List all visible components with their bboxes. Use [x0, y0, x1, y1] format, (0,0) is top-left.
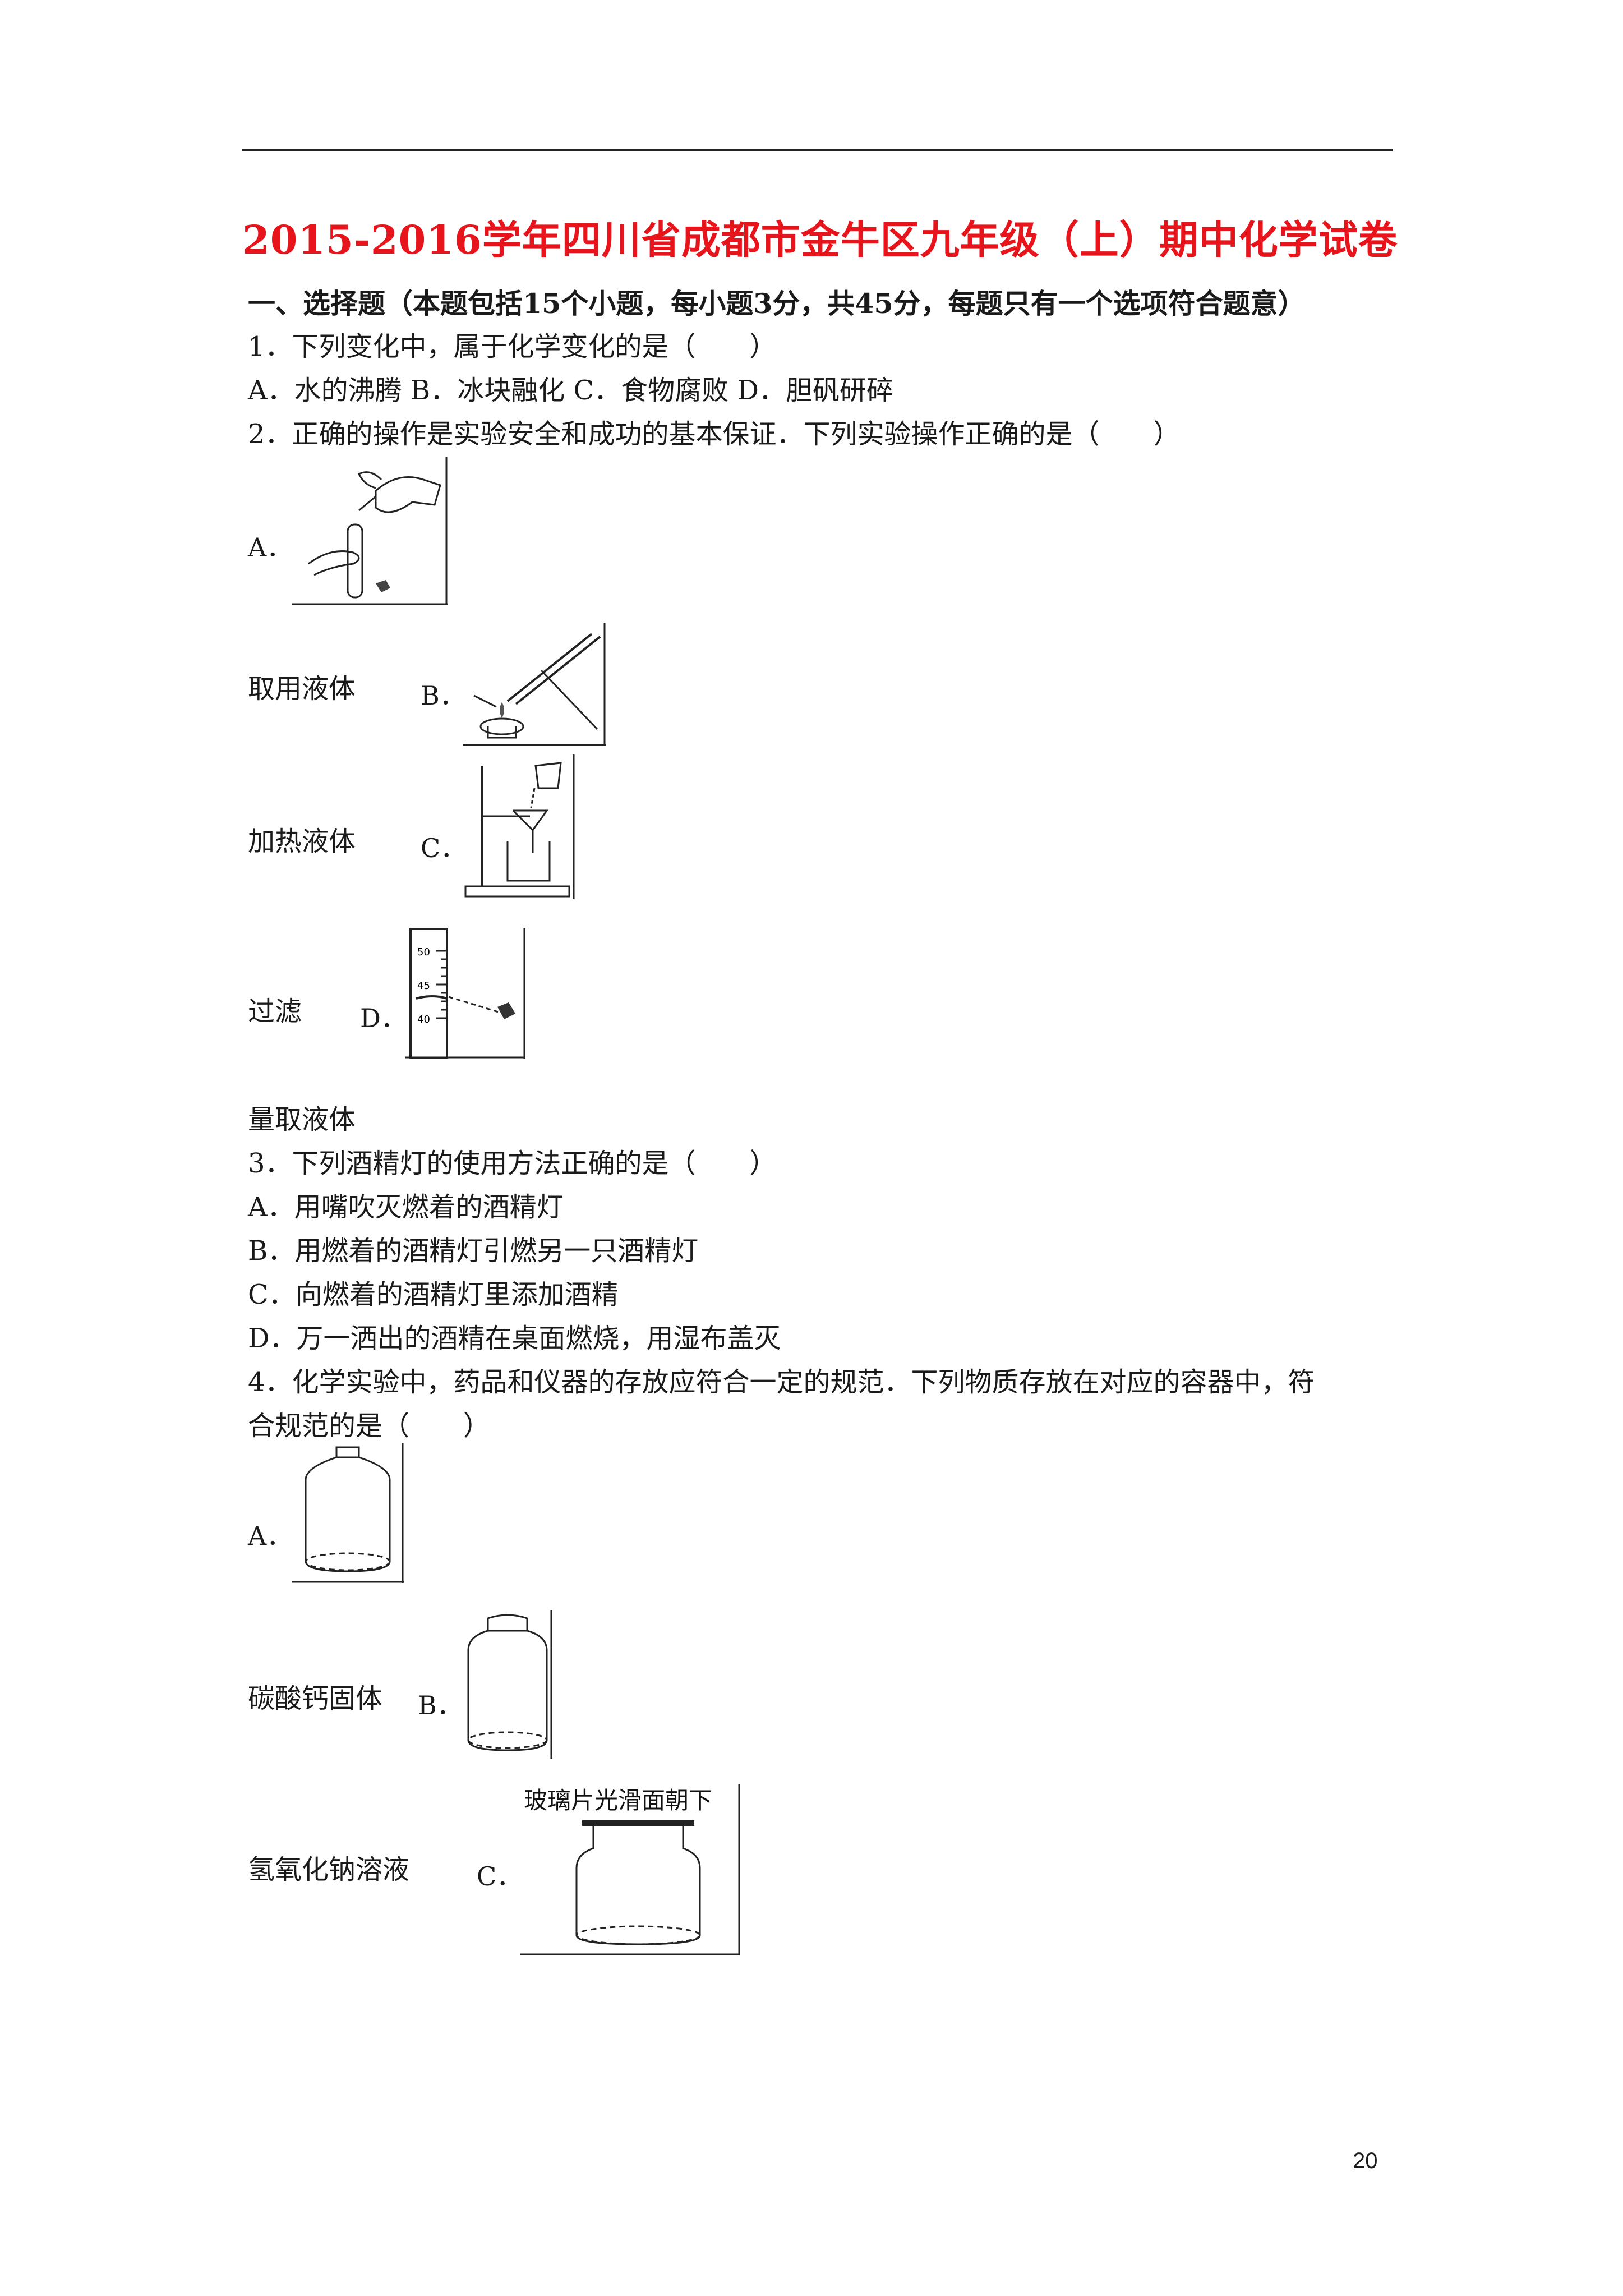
q4-stem-line2: 合规范的是（ ）: [248, 1410, 491, 1442]
q2-option-d-caption: 量取液体: [248, 1104, 356, 1135]
q3-option-d: D．万一洒出的酒精在桌面燃烧，用湿布盖灭: [248, 1323, 781, 1354]
gas-jar-figure: 玻璃片光滑面朝下: [520, 1784, 740, 1955]
q4-option-a-caption: 碳酸钙固体: [248, 1683, 383, 1714]
q3-option-a: A．用嘴吹灭燃着的酒精灯: [248, 1191, 564, 1223]
q2-option-a-caption: 取用液体: [248, 673, 356, 705]
cylinder-tick-45: 45: [417, 980, 430, 992]
header-rule: [242, 149, 1393, 151]
narrow-mouth-bottle-figure: [292, 1443, 404, 1583]
q4-stem-line1: 4．化学实验中，药品和仪器的存放应符合一定的规范．下列物质存放在对应的容器中，符: [248, 1366, 1315, 1398]
q3-option-c: C．向燃着的酒精灯里添加酒精: [248, 1279, 619, 1310]
heating-liquid-figure: [463, 623, 606, 746]
q2-option-b-caption: 加热液体: [248, 826, 356, 857]
q4-option-b-letter: B．: [418, 1690, 463, 1720]
glass-slide-label: 玻璃片光滑面朝下: [524, 1787, 712, 1814]
q4-option-c-letter: C．: [477, 1861, 523, 1892]
q1-options: A．水的沸腾 B．冰块融化 C．食物腐败 D．胆矾研碎: [248, 375, 893, 406]
q4-option-b-caption: 氢氧化钠溶液: [248, 1854, 410, 1885]
q2-option-b-letter: B．: [421, 680, 465, 711]
q2-option-d-letter: D．: [360, 1003, 407, 1033]
graduated-cylinder-figure: 50 45 40: [405, 928, 525, 1059]
q2-option-c-letter: C．: [421, 833, 467, 863]
section-heading: 一、选择题（本题包括15个小题，每小题3分，共45分，每题只有一个选项符合题意）: [248, 287, 1306, 320]
q2-option-c-caption: 过滤: [248, 996, 302, 1027]
cylinder-tick-40: 40: [417, 1014, 430, 1025]
filtration-figure: [463, 754, 575, 899]
q2-stem: 2．正确的操作是实验安全和成功的基本保证．下列实验操作正确的是（ ）: [248, 418, 1181, 450]
q3-stem: 3．下列酒精灯的使用方法正确的是（ ）: [248, 1148, 777, 1179]
pouring-liquid-figure: [292, 457, 448, 605]
q2-option-a-letter: A．: [248, 532, 293, 563]
wide-mouth-bottle-figure: [463, 1610, 552, 1759]
q1-stem: 1．下列变化中，属于化学变化的是（ ）: [248, 331, 777, 362]
q3-option-b: B．用燃着的酒精灯引燃另一只酒精灯: [248, 1235, 699, 1267]
q4-option-a-letter: A．: [248, 1521, 293, 1551]
page-title: 2015-2016学年四川省成都市金牛区九年级（上）期中化学试卷: [242, 217, 1398, 263]
page-number: 20: [1353, 2148, 1378, 2173]
cylinder-tick-50: 50: [417, 946, 430, 958]
